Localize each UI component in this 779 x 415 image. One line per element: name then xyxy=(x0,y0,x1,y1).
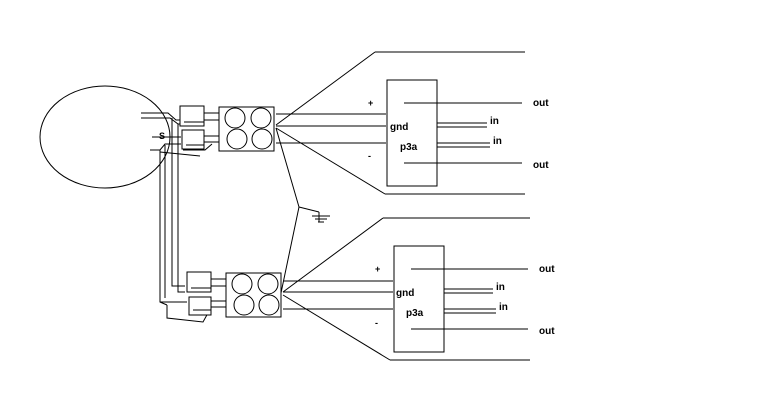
lower-chip-label: p3a xyxy=(406,308,424,319)
lower-minus-label: - xyxy=(375,318,378,328)
ground-connection xyxy=(275,127,320,294)
lower-plus-label: + xyxy=(375,264,380,274)
lower-connector-top xyxy=(186,271,227,293)
node-label: S xyxy=(159,131,165,141)
lower-quad-block xyxy=(225,272,282,318)
lower-out-top-label: out xyxy=(539,264,555,275)
device-circle xyxy=(39,85,171,189)
upper-quad-block xyxy=(218,106,275,152)
upper-fan-lines xyxy=(275,51,525,195)
upper-p3a-chip xyxy=(386,79,522,187)
upper-out-top-label: out xyxy=(533,98,549,109)
lower-in-1-label: in xyxy=(496,282,505,293)
upper-out-bottom-label: out xyxy=(533,160,549,171)
upper-connector-bottom xyxy=(181,129,220,150)
upper-gnd-label: gnd xyxy=(390,122,408,133)
upper-plus-label: + xyxy=(368,98,373,108)
upper-chip-label: p3a xyxy=(400,142,418,153)
lower-fan-lines xyxy=(282,217,530,361)
ground-icon xyxy=(312,215,330,223)
lower-out-bottom-label: out xyxy=(539,326,555,337)
lower-in-2-label: in xyxy=(499,302,508,313)
lower-p3a-chip xyxy=(393,245,528,353)
lower-gnd-label: gnd xyxy=(396,288,414,299)
upper-in-1-label: in xyxy=(490,116,499,127)
upper-in-2-label: in xyxy=(493,136,502,147)
lower-connector-bottom xyxy=(188,296,227,316)
upper-minus-label: - xyxy=(368,151,371,161)
circle-wires xyxy=(141,112,213,323)
upper-connector-top xyxy=(179,105,220,127)
